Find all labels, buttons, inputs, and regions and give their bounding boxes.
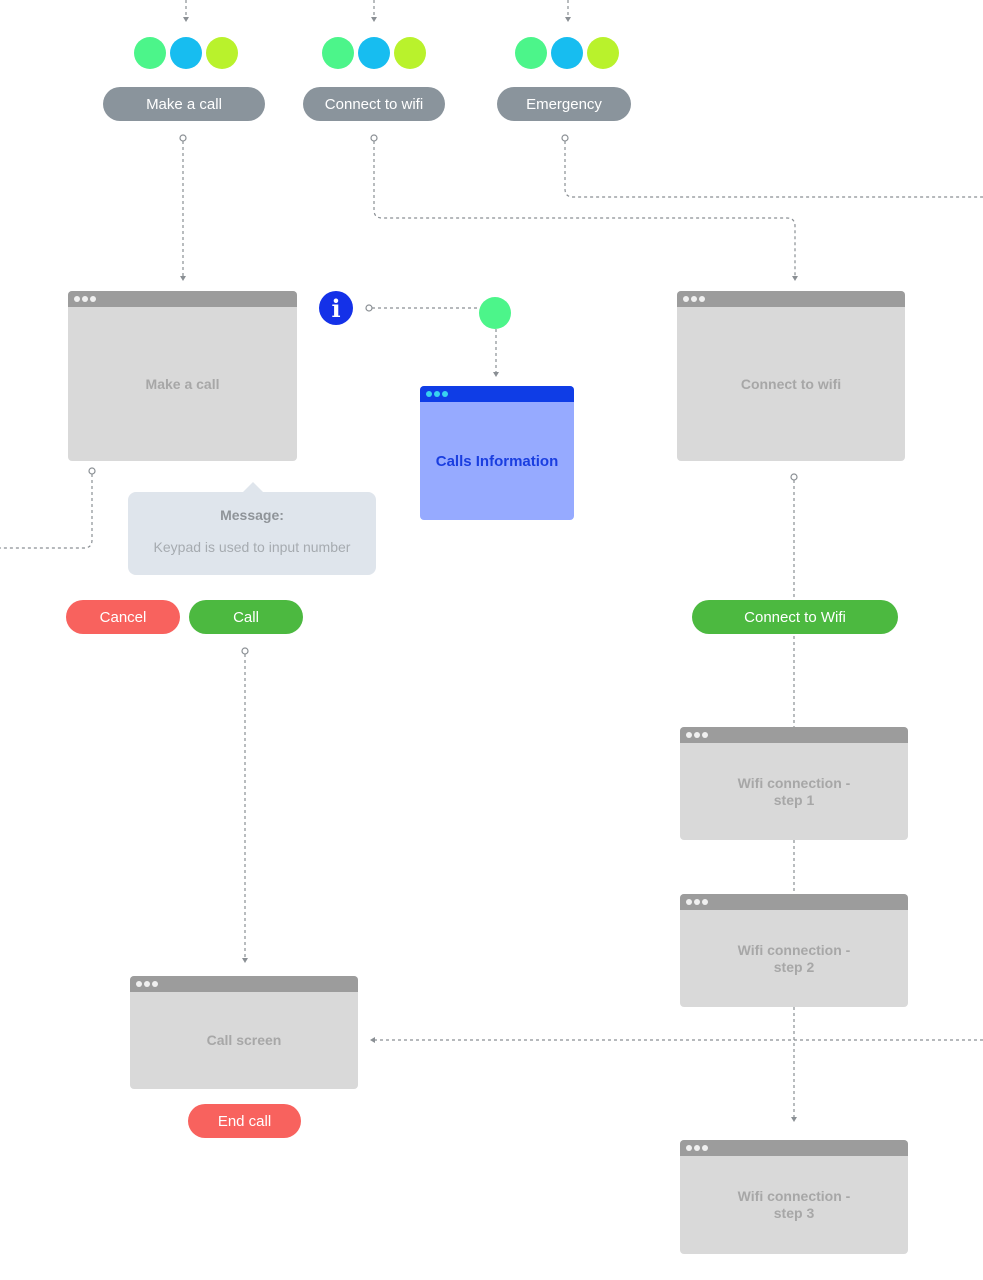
status-dot-lime bbox=[587, 37, 619, 69]
status-dot-blue bbox=[358, 37, 390, 69]
call-screen-window: Call screen bbox=[130, 976, 358, 1089]
window-label: Wifi connection - step 1 bbox=[737, 774, 851, 808]
info-icon[interactable]: i bbox=[319, 291, 353, 325]
connect-to-wifi-button[interactable]: Connect to wifi bbox=[303, 87, 445, 121]
emergency-button[interactable]: Emergency bbox=[497, 87, 631, 121]
end-call-button[interactable]: End call bbox=[188, 1104, 301, 1138]
call-button[interactable]: Call bbox=[189, 600, 303, 634]
tooltip-body: Keypad is used to input number bbox=[153, 539, 351, 555]
status-dot-green bbox=[134, 37, 166, 69]
window-title-bar bbox=[420, 386, 574, 402]
window-title-bar bbox=[68, 291, 297, 307]
status-dot-green bbox=[515, 37, 547, 69]
window-label: Make a call bbox=[145, 375, 220, 392]
make-a-call-window: Make a call bbox=[68, 291, 297, 461]
window-label: Connect to wifi bbox=[740, 375, 842, 392]
message-tooltip: Message: Keypad is used to input number bbox=[128, 482, 376, 575]
make-a-call-button[interactable]: Make a call bbox=[103, 87, 265, 121]
wifi-step-2-window: Wifi connection - step 2 bbox=[680, 894, 908, 1007]
cancel-button[interactable]: Cancel bbox=[66, 600, 180, 634]
status-dot-lime bbox=[394, 37, 426, 69]
connect-to-wifi-window: Connect to wifi bbox=[677, 291, 905, 461]
window-label: Wifi connection - step 3 bbox=[737, 1188, 851, 1221]
window-title-bar bbox=[130, 976, 358, 992]
window-title-bar bbox=[677, 291, 905, 307]
wifi-step-3-window: Wifi connection - step 3 bbox=[680, 1140, 908, 1254]
status-dot-green bbox=[322, 37, 354, 69]
status-dot-green bbox=[479, 297, 511, 329]
window-label: Wifi connection - step 2 bbox=[737, 941, 851, 975]
status-dot-blue bbox=[551, 37, 583, 69]
wifi-step-1-window: Wifi connection - step 1 bbox=[680, 727, 908, 840]
window-label: Call screen bbox=[206, 1032, 282, 1048]
status-dot-lime bbox=[206, 37, 238, 69]
tooltip-title: Message: bbox=[220, 507, 284, 523]
window-label: Calls Information bbox=[435, 452, 559, 470]
window-title-bar bbox=[680, 894, 908, 910]
window-title-bar bbox=[680, 727, 908, 743]
calls-information-window: Calls Information bbox=[420, 386, 574, 520]
status-dot-blue bbox=[170, 37, 202, 69]
connect-to-wifi-action-button[interactable]: Connect to Wifi bbox=[692, 600, 898, 634]
window-title-bar bbox=[680, 1140, 908, 1156]
